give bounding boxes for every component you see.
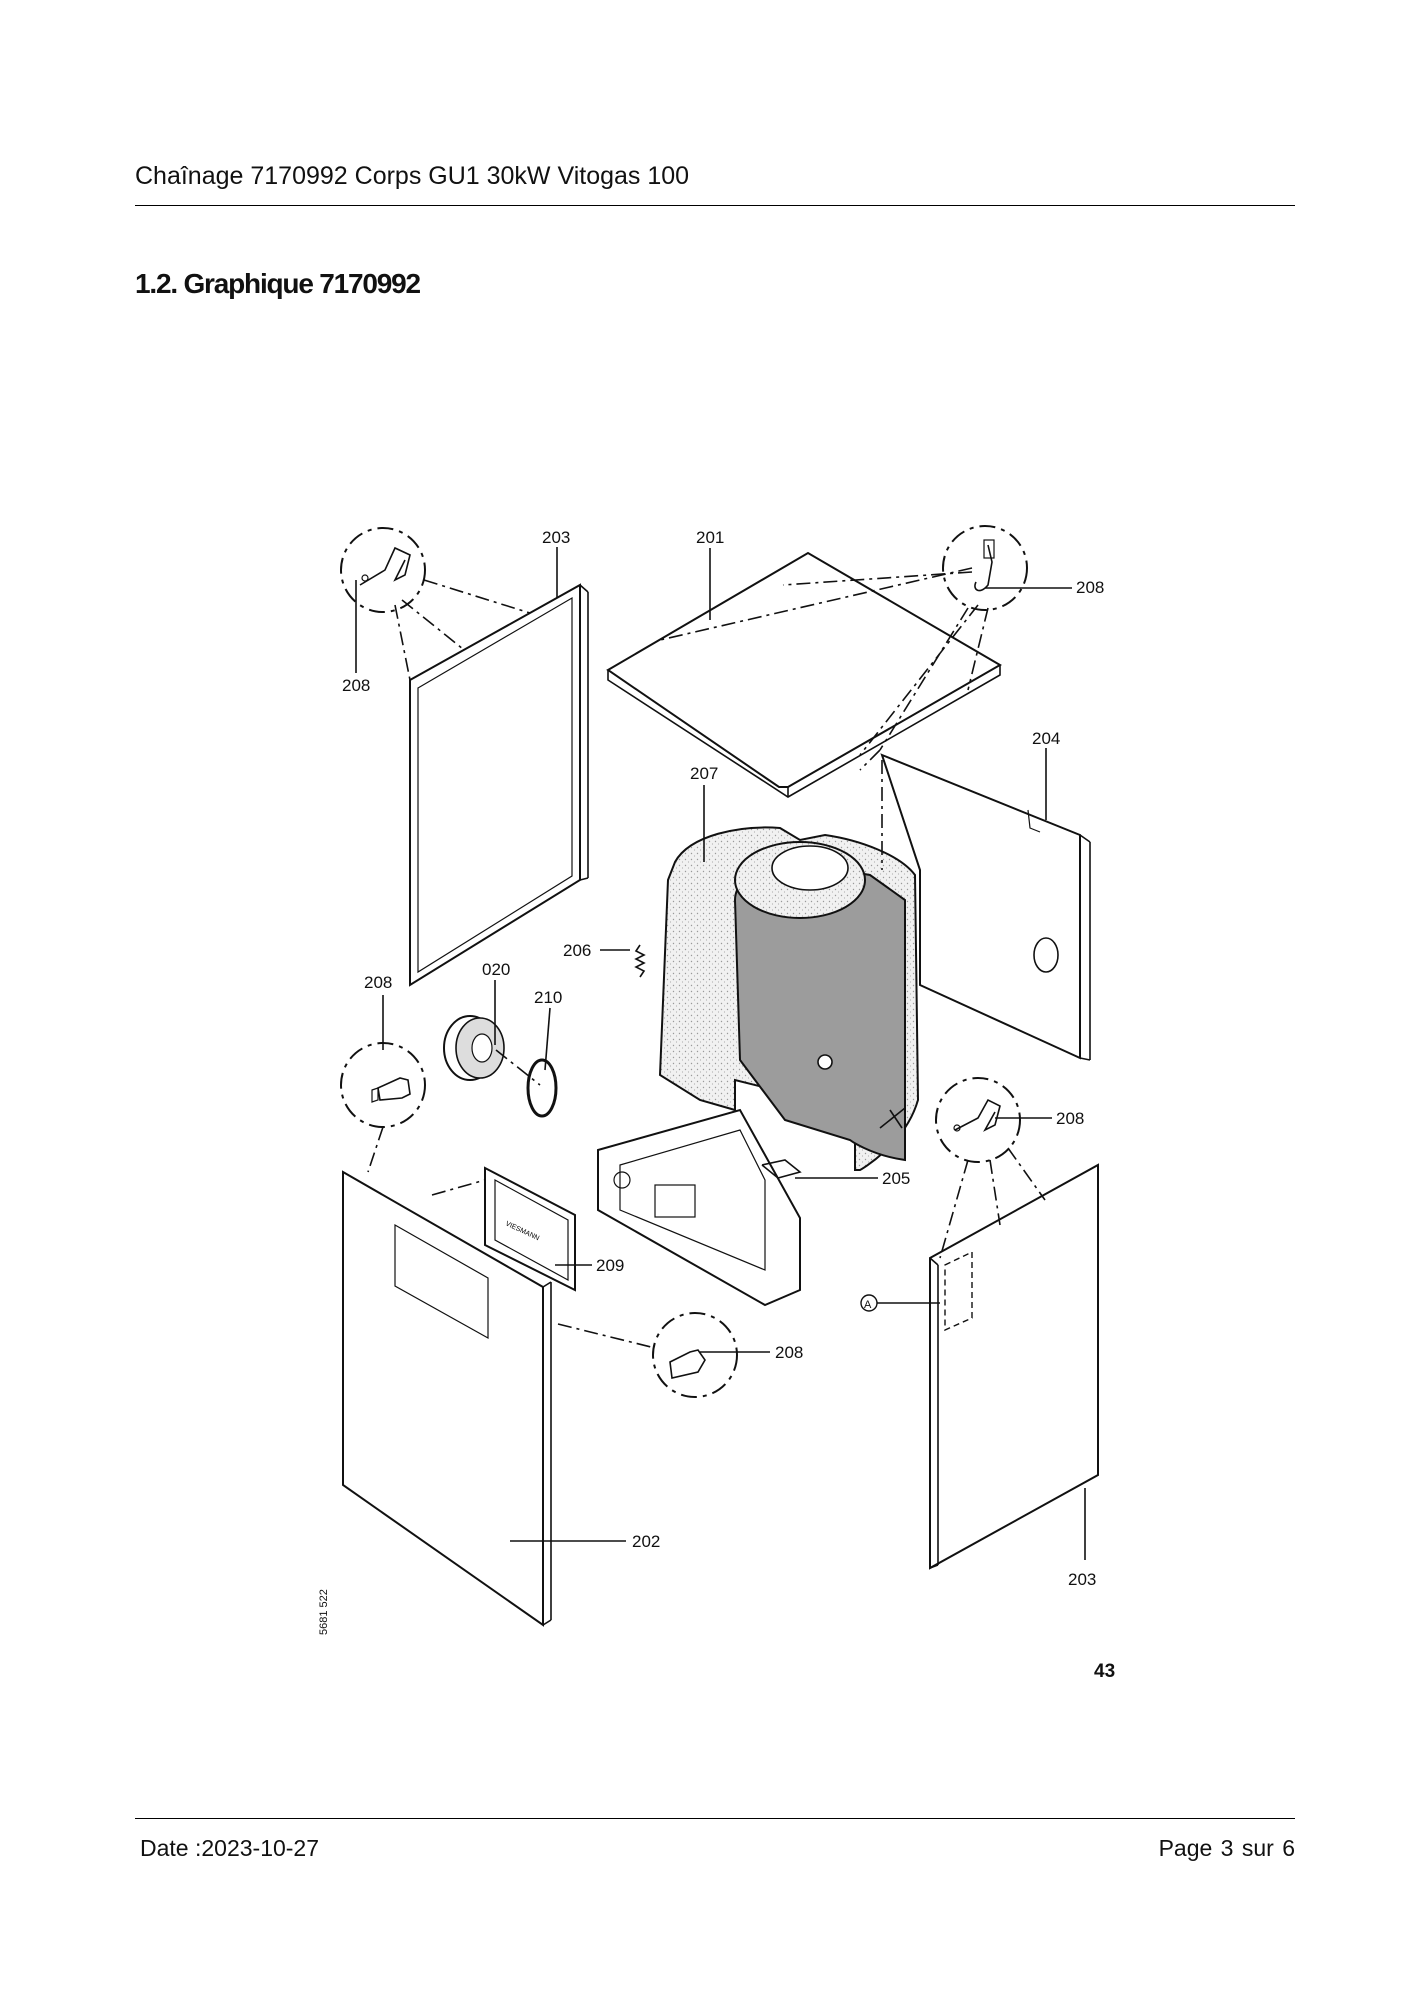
left-side-panel-part [409, 583, 589, 987]
right-side-panel-part [929, 1163, 1099, 1570]
burner-unit-part [443, 1015, 505, 1081]
label-208-mid-left: 208 [364, 973, 392, 992]
detail-circle-top-left [340, 527, 426, 613]
header-rule [135, 205, 1295, 206]
detail-circle-mid-left [340, 1042, 426, 1128]
label-201: 201 [696, 528, 724, 547]
detail-circle-mid-right [935, 1077, 1021, 1163]
control-panel-front-part: VIESMANN [484, 1166, 576, 1292]
bracket-part [761, 1159, 802, 1179]
marker-a: A [864, 1299, 872, 1311]
label-203-bottom: 203 [1068, 1570, 1096, 1589]
label-208-bottom: 208 [775, 1343, 803, 1362]
label-204: 204 [1032, 729, 1060, 748]
control-box-part [597, 1108, 801, 1307]
sealing-ring-part [526, 1058, 558, 1118]
detail-circle-top-right [942, 525, 1028, 611]
leader-lines [355, 547, 1086, 1560]
drawing-code: 5681 522 [318, 1589, 330, 1635]
insulation-body-part [658, 826, 920, 1171]
label-208-top-left: 208 [342, 676, 370, 695]
label-203-top: 203 [542, 528, 570, 547]
label-207: 207 [690, 764, 718, 783]
label-202: 202 [632, 1532, 660, 1551]
label-208-mid-right: 208 [1056, 1109, 1084, 1128]
front-door-part [342, 1170, 552, 1627]
label-206: 206 [563, 941, 591, 960]
assembly-guide-lines [367, 567, 1046, 1349]
footer-date: Date :2023-10-27 [140, 1835, 320, 1861]
footer-rule [135, 1818, 1295, 1819]
top-cover-part [606, 551, 1002, 798]
document-header-title: Chaînage 7170992 Corps GU1 30kW Vitogas … [135, 162, 690, 190]
source-page-number: 43 [1094, 1661, 1115, 1682]
label-205: 205 [882, 1169, 910, 1188]
rear-panel-part [880, 753, 1091, 1061]
spring-clip-part [634, 944, 646, 978]
footer-page-indicator: Page 3 sur 6 [1158, 1835, 1295, 1861]
label-209: 209 [596, 1256, 624, 1275]
label-210: 210 [534, 988, 562, 1007]
section-title: 1.2. Graphique 7170992 [135, 268, 421, 299]
label-208-top-right: 208 [1076, 578, 1104, 597]
detail-circle-bottom [652, 1312, 738, 1398]
label-020: 020 [482, 960, 510, 979]
